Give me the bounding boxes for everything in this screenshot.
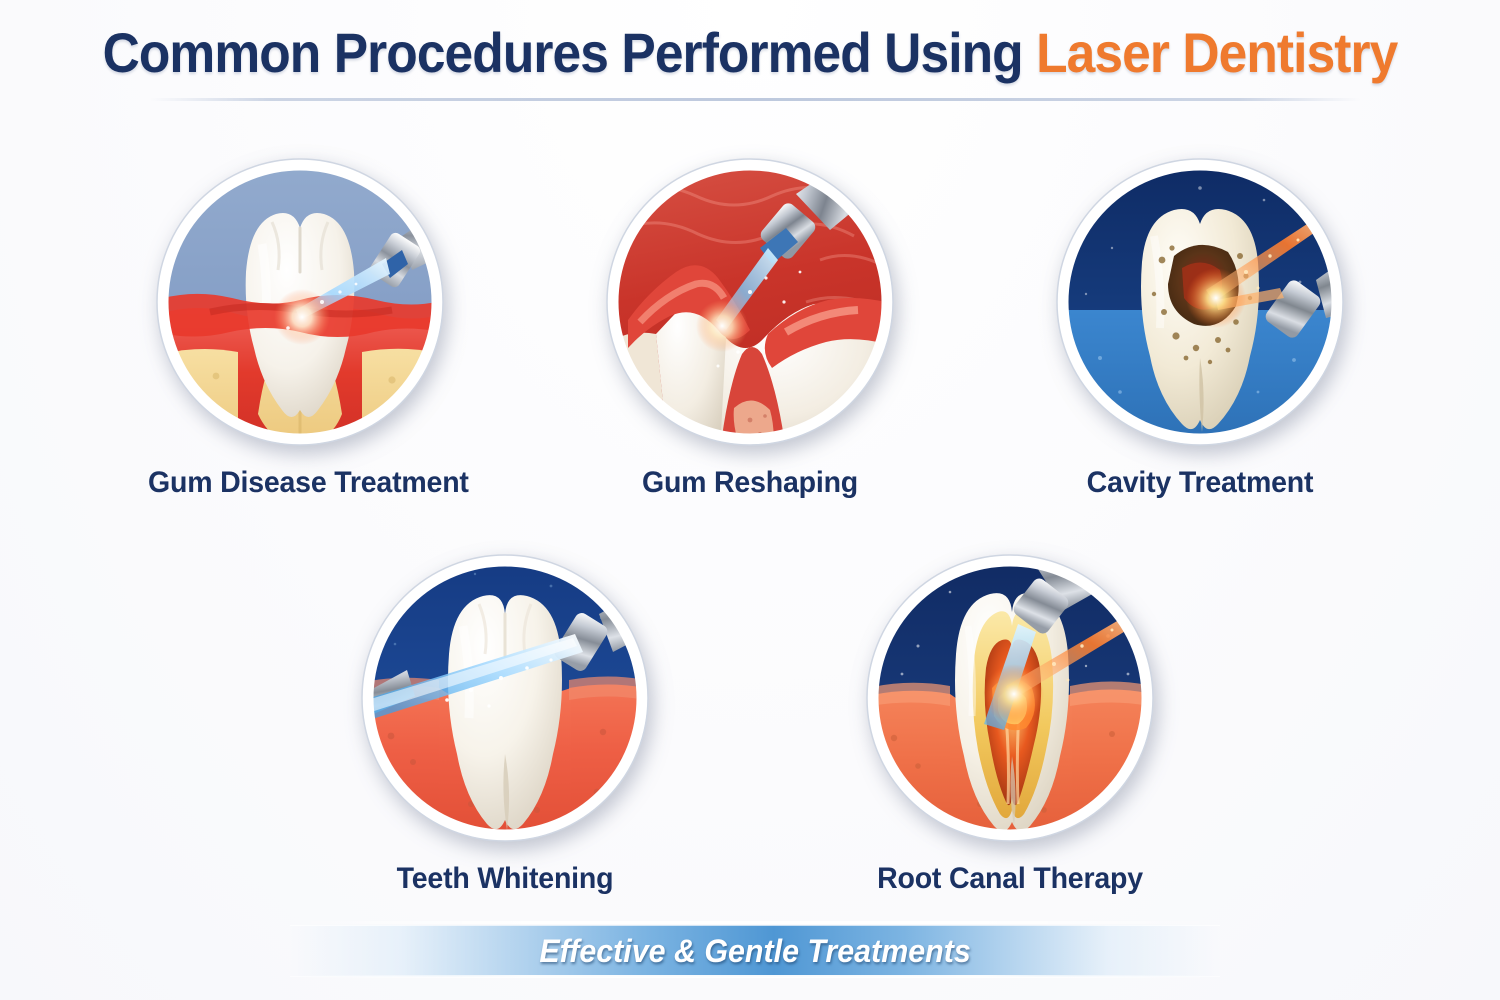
banner-top-highlight <box>290 921 1220 924</box>
card-label-teeth-whitening: Teeth Whitening <box>396 862 614 895</box>
page-title: Common Procedures Performed Using Laser … <box>0 21 1500 84</box>
card-root-canal-therapy[interactable]: Root Canal Therapy <box>850 548 1170 896</box>
illustration-teeth-whitening <box>355 548 655 848</box>
card-label-gum-disease-treatment: Gum Disease Treatment <box>148 466 469 499</box>
card-gum-reshaping[interactable]: Gum Reshaping <box>590 152 910 500</box>
illustration-gum-reshaping <box>600 152 900 452</box>
banner-bottom-highlight <box>290 975 1220 978</box>
card-cavity-treatment[interactable]: Cavity Treatment <box>1040 152 1360 500</box>
card-gum-disease-treatment[interactable]: Gum Disease Treatment <box>140 152 469 500</box>
footer-banner: Effective & Gentle Treatments <box>290 925 1220 977</box>
title-accent-text: Laser Dentistry <box>1036 21 1398 84</box>
title-primary-text: Common Procedures Performed Using <box>102 21 1037 84</box>
card-teeth-whitening[interactable]: Teeth Whitening <box>345 548 665 896</box>
illustration-root-canal-therapy <box>860 548 1160 848</box>
card-label-root-canal-therapy: Root Canal Therapy <box>877 862 1143 895</box>
illustration-gum-disease-treatment <box>150 152 450 452</box>
card-label-gum-reshaping: Gum Reshaping <box>641 466 859 499</box>
illustration-cavity-treatment <box>1050 152 1350 452</box>
card-label-cavity-treatment: Cavity Treatment <box>1086 466 1314 499</box>
title-divider <box>150 98 1360 101</box>
footer-banner-text: Effective & Gentle Treatments <box>539 932 971 969</box>
